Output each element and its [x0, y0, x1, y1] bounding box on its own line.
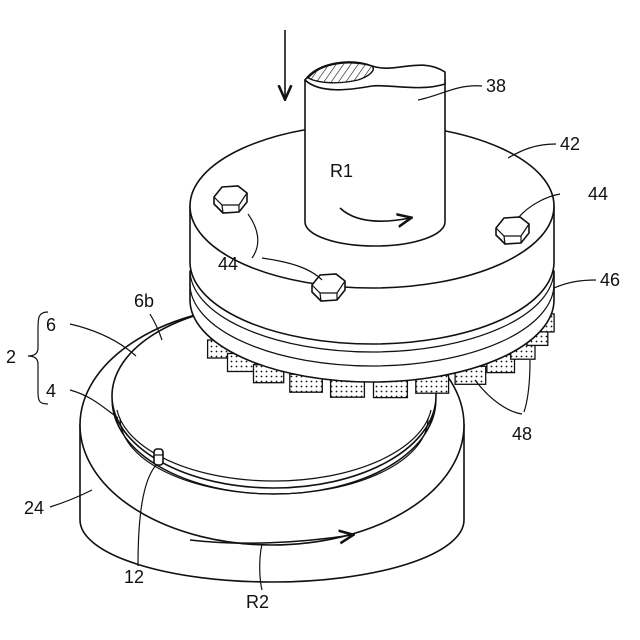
- label-rotation-r2: R2: [246, 592, 269, 612]
- label-wafer-unit: 2: [6, 347, 16, 367]
- bolt-left-top: [214, 186, 247, 213]
- label-mount: 42: [560, 134, 580, 154]
- label-grinding-pads: 48: [512, 424, 532, 444]
- notch-marker: [154, 449, 163, 465]
- label-wheel-base: 46: [600, 270, 620, 290]
- label-chuck-table: 24: [24, 498, 44, 518]
- label-notch: 12: [124, 567, 144, 587]
- label-bolt-left: 44: [218, 254, 238, 274]
- bolt-right: [496, 217, 529, 244]
- label-bolt-right: 44: [588, 184, 608, 204]
- label-wafer-surface: 6b: [134, 291, 154, 311]
- bolt-left-front: [312, 274, 345, 301]
- label-wafer: 6: [46, 315, 56, 335]
- label-tape: 4: [46, 381, 56, 401]
- label-shaft: 38: [486, 76, 506, 96]
- spindle-shaft: [305, 62, 445, 246]
- label-rotation-r1: R1: [330, 161, 353, 181]
